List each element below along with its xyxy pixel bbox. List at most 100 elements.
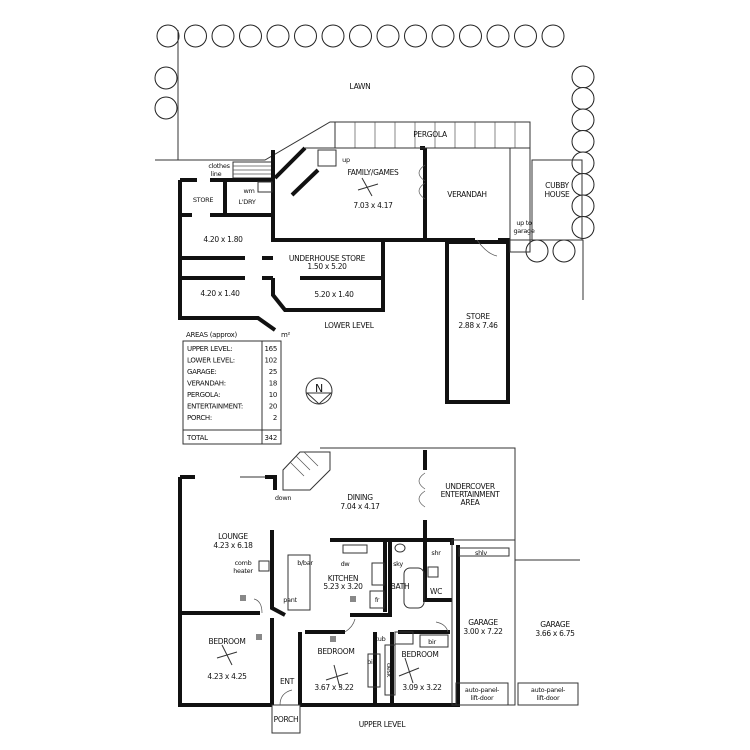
cub-label: cub [375,635,386,643]
bedroom2-dims: 3.67 x 3.22 [314,683,354,692]
bedroom2-label: BEDROOM [317,647,354,656]
areas-total-value: 342 [265,434,277,442]
upper-level [178,447,580,734]
areas-title: AREAS (approx) [186,331,237,339]
entertainment-label-2: ENTERTAINMENT [441,490,501,499]
tree-icon [541,24,565,48]
sky-label: sky [393,560,403,568]
area-row-label: UPPER LEVEL: [187,345,232,353]
bath-label: BATH [391,582,410,591]
area-row-label: VERANDAH: [187,380,226,388]
lower-level [155,30,584,404]
tree-icon [571,173,595,196]
lower-level-title: LOWER LEVEL [324,321,374,330]
verandah-label: VERANDAH [447,190,487,199]
tree-icon [294,24,317,48]
bir1-label: bir [367,658,375,666]
down-label: down [275,494,292,502]
up-to-garage-label-2: garage [513,227,534,235]
bedroom3-label: BEDROOM [401,650,438,659]
north-label: N [315,382,323,395]
tree-icon [266,24,290,48]
store-label: STORE [193,196,214,204]
clothes-line-label: clothes [208,162,230,170]
comb-heater-label: comb [235,559,252,567]
area-row-label: LOWER LEVEL: [187,357,235,365]
area-row-label: ENTERTAINMENT: [187,403,243,411]
garage2-label: GARAGE [540,620,570,629]
area-row-value: 25 [269,368,277,376]
shlv-label: shlv [475,549,487,557]
tree-icon [404,24,427,48]
area-row-value: 18 [269,380,277,388]
cubby-house-label-2: HOUSE [544,190,570,199]
kitchen-label: KITCHEN [328,574,358,583]
up-label: up [342,156,350,164]
long-store-dims: 2.88 x 7.46 [458,321,498,330]
area-row-value: 10 [269,391,277,399]
area-row-value: 2 [273,414,277,422]
lounge-label: LOUNGE [218,532,248,541]
tree-icon [349,24,372,48]
up-to-garage-label: up to [516,219,532,227]
tree-icon [376,24,400,48]
ent-label: ENT [280,677,295,686]
dw-label: dw [341,560,351,568]
garage2-dims: 3.66 x 6.75 [535,629,575,638]
porch-label: PORCH [274,715,299,724]
area-row-label: GARAGE: [187,368,217,376]
garage2-door-label-2: lift-door [537,694,560,702]
area-row-label: PERGOLA: [187,391,220,399]
wc-label: WC [430,587,442,596]
tree-icon [571,151,595,175]
bir2-label: bir [428,638,436,646]
bedroom1-dims: 4.23 x 4.25 [207,672,247,681]
lawn-label: LAWN [350,82,371,91]
bedroom3-dims: 3.09 x 3.22 [402,683,442,692]
tree-icon [525,239,549,263]
tree-icon [571,130,595,153]
lounge-dims: 4.23 x 6.18 [213,541,253,550]
tree-icon [154,96,178,120]
north-arrow: N [305,377,333,405]
area-row-value: 102 [265,357,277,365]
dining-dims: 7.04 x 4.17 [340,502,380,511]
pant-label: pant [283,596,297,604]
garage1-door-label-2: lift-door [471,694,494,702]
tree-icon [239,24,262,48]
area-row-value: 20 [269,403,277,411]
areas-total-label: TOTAL [186,434,208,442]
comb-heater-label-2: heater [233,567,253,575]
kitchen-dims: 5.23 x 3.20 [323,582,363,591]
garage1-label: GARAGE [468,618,498,627]
room-4-20x1-40: 4.20 x 1.40 [200,289,240,298]
tree-icon [571,194,595,218]
trees [154,24,595,263]
tree-icon [321,24,345,48]
bedroom1-label: BEDROOM [208,637,245,646]
tree-icon [571,216,595,239]
dining-label: DINING [347,493,373,502]
upper-level-title: UPPER LEVEL [359,720,407,729]
long-store-label: STORE [466,312,490,321]
underhouse-store-dims: 1.50 x 5.20 [307,262,347,271]
tree-icon [571,108,595,132]
pergola-label: PERGOLA [413,130,448,139]
tree-icon [184,24,207,48]
family-games-dims: 7.03 x 4.17 [353,201,393,210]
area-row-label: PORCH: [187,414,212,422]
wm-label: wm [243,187,254,195]
desk-label: desk [385,663,393,678]
fr-label: fr [375,596,380,604]
tree-icon [571,87,595,110]
room-4-20x1-80: 4.20 x 1.80 [203,235,243,244]
laundry-label: L'DRY [239,198,256,206]
tree-icon [156,24,180,48]
clothes-line-label-2: line [211,170,222,178]
tree-icon [486,24,510,48]
areas-unit: m² [281,331,291,339]
garage1-door-label: auto-panel- [465,686,500,694]
tree-icon [154,66,178,90]
tree-icon [211,24,235,48]
